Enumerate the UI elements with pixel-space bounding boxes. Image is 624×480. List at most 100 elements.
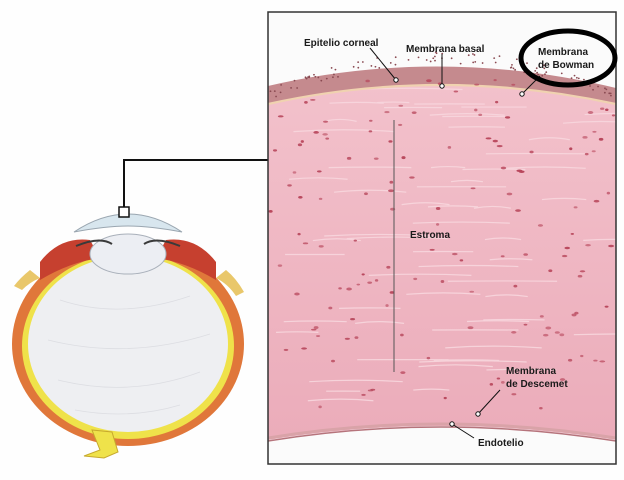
keratocyte-nucleus (268, 209, 273, 213)
keratocyte-nucleus (604, 305, 609, 308)
epithelial-cell (269, 90, 272, 93)
stroma-fiber (430, 165, 466, 169)
epithelial-cell (575, 76, 578, 79)
epithelial-cell (334, 68, 337, 71)
keratocyte-nucleus (367, 281, 373, 284)
keratocyte-nucleus (440, 280, 445, 283)
keratocyte-nucleus (368, 130, 373, 133)
keratocyte-nucleus (559, 333, 565, 337)
epithelial-cell (313, 73, 315, 76)
stroma-fiber (413, 388, 450, 391)
keratocyte-nucleus (585, 244, 591, 247)
stroma-fiber (450, 179, 484, 183)
keratocyte-nucleus (302, 242, 309, 245)
keratocyte-nucleus (545, 326, 552, 330)
stroma-fiber (377, 101, 410, 104)
keratocyte-nucleus (598, 137, 604, 141)
epithelial-cell (378, 67, 381, 69)
keratocyte-nucleus (467, 326, 474, 330)
keratocyte-nucleus (413, 277, 418, 281)
keratocyte-nucleus (384, 111, 390, 114)
keratocyte-nucleus (398, 104, 404, 107)
epithelial-cell (361, 61, 364, 63)
keratocyte-nucleus (474, 83, 480, 86)
keratocyte-nucleus (493, 79, 497, 82)
epithelial-cell (494, 61, 497, 64)
stroma-fiber (583, 238, 616, 241)
label-estroma: Estroma (410, 230, 450, 241)
keratocyte-nucleus (559, 378, 566, 381)
keratocyte-nucleus (599, 360, 606, 363)
keratocyte-nucleus (364, 192, 368, 196)
epithelial-cell (597, 85, 599, 88)
epithelial-cell (314, 75, 317, 78)
keratocyte-nucleus (474, 108, 478, 112)
epithelial-cell (609, 92, 612, 95)
keratocyte-nucleus (411, 111, 417, 114)
keratocyte-nucleus (582, 136, 588, 139)
keratocyte-nucleus (459, 259, 464, 262)
stroma-fiber (504, 166, 586, 169)
keratocyte-nucleus (353, 239, 357, 242)
stroma-fiber (293, 129, 394, 133)
stroma-fiber (563, 120, 616, 124)
keratocyte-nucleus (485, 137, 492, 140)
stroma-fiber (485, 294, 528, 298)
stroma-fiber (283, 320, 347, 323)
keratocyte-nucleus (401, 156, 406, 160)
keratocyte-nucleus (346, 287, 352, 291)
keratocyte-nucleus (570, 232, 575, 235)
stroma-fiber (445, 345, 542, 349)
keratocyte-nucleus (323, 120, 328, 123)
keratocyte-nucleus (350, 317, 356, 321)
epithelial-cell (537, 73, 540, 76)
keratocyte-nucleus (573, 206, 578, 209)
stroma-fiber (418, 364, 493, 368)
keratocyte-nucleus (606, 191, 611, 195)
epithelial-cell (577, 77, 580, 80)
keratocyte-nucleus (328, 306, 333, 310)
keratocyte-nucleus (515, 209, 521, 212)
epithelial-cell (582, 78, 585, 81)
keratocyte-nucleus (330, 359, 336, 363)
epithelial-cell (544, 73, 546, 76)
keratocyte-nucleus (272, 149, 278, 152)
epithelial-cell (308, 76, 311, 79)
endothelium-layer (268, 426, 616, 442)
keratocyte-nucleus (277, 264, 283, 267)
epithelial-cell (543, 67, 546, 70)
keratocyte-nucleus (504, 116, 511, 119)
epithelial-cell (374, 65, 377, 68)
keratocyte-nucleus (294, 292, 300, 296)
epithelial-cell (273, 90, 276, 93)
keratocyte-nucleus (447, 145, 452, 149)
stroma-fiber (401, 202, 450, 206)
descemet-layer (268, 422, 616, 440)
epithelial-cell (535, 67, 538, 70)
keratocyte-nucleus (500, 380, 505, 384)
stroma-fiber (328, 166, 412, 169)
keratocyte-nucleus (365, 79, 370, 83)
stroma-fiber (528, 137, 570, 141)
keratocyte-nucleus (318, 197, 323, 200)
keratocyte-nucleus (389, 291, 395, 294)
keratocyte-nucleus (539, 315, 544, 318)
stroma-fiber (309, 379, 403, 383)
epithelial-cell (425, 59, 428, 61)
epithelial-cell (570, 77, 573, 80)
keratocyte-nucleus (316, 170, 322, 173)
keratocyte-nucleus (569, 147, 573, 151)
keratocyte-nucleus (297, 143, 303, 147)
keratocyte-nucleus (301, 347, 307, 350)
bowman-highlight-ring (518, 28, 618, 88)
epithelial-cell (330, 67, 333, 69)
label-bowman-line1: Membrana (538, 47, 588, 58)
stroma-fiber (276, 331, 319, 333)
epithelial-cell (543, 64, 545, 67)
keratocyte-nucleus (506, 192, 513, 196)
epithelial-cell (435, 52, 438, 55)
epithelial-cell (541, 74, 544, 77)
epithelial-cell (394, 63, 397, 66)
label-descemet-line2: de Descemet (506, 379, 568, 390)
epithelial-cell (545, 71, 548, 74)
